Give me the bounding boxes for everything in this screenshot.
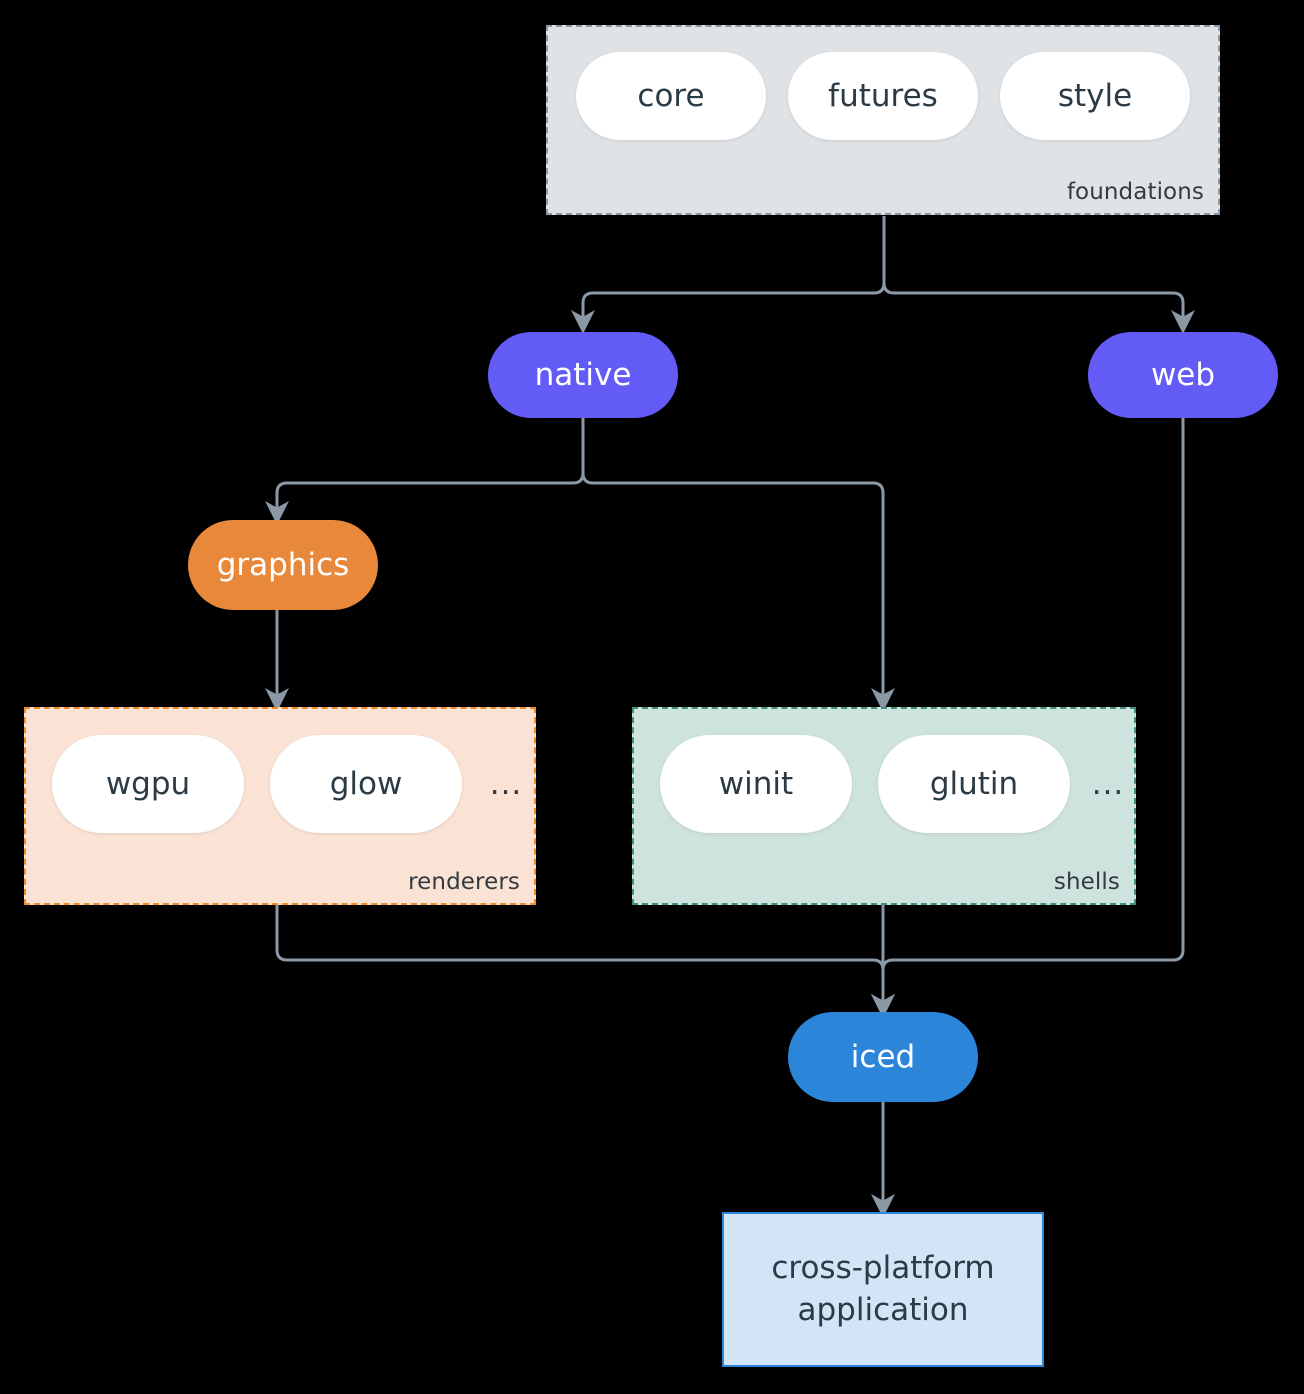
node-native[interactable]: native bbox=[488, 332, 678, 418]
node-glow-label: glow bbox=[329, 766, 403, 802]
node-glutin[interactable]: glutin bbox=[878, 735, 1070, 833]
application-label-line2: application bbox=[797, 1291, 969, 1328]
application-label-line1: cross-platform bbox=[771, 1249, 995, 1286]
node-graphics[interactable]: graphics bbox=[188, 520, 378, 610]
edge-foundations-web bbox=[882, 216, 1195, 334]
cluster-renderers: wgpu glow ... renderers bbox=[24, 707, 536, 905]
node-shells-more: ... bbox=[1091, 766, 1125, 802]
cluster-shells-label: shells bbox=[1053, 869, 1120, 895]
node-web[interactable]: web bbox=[1088, 332, 1278, 418]
cluster-renderers-label: renderers bbox=[408, 869, 520, 895]
node-style-label: style bbox=[1057, 78, 1133, 114]
cluster-foundations-label: foundations bbox=[1066, 179, 1204, 205]
node-core[interactable]: core bbox=[576, 52, 766, 140]
node-iced[interactable]: iced bbox=[788, 1012, 978, 1102]
node-core-label: core bbox=[637, 78, 705, 114]
edge-native-graphics bbox=[265, 418, 585, 525]
node-cross-platform-application[interactable]: cross-platform application bbox=[722, 1212, 1044, 1367]
edge-native-shells bbox=[581, 418, 895, 712]
node-wgpu[interactable]: wgpu bbox=[52, 735, 244, 833]
node-glutin-label: glutin bbox=[929, 766, 1019, 802]
node-winit[interactable]: winit bbox=[660, 735, 852, 833]
cluster-foundations: core futures style foundations bbox=[546, 25, 1220, 215]
node-futures-label: futures bbox=[828, 78, 938, 114]
node-winit-label: winit bbox=[718, 766, 794, 802]
node-native-label: native bbox=[534, 357, 632, 393]
node-futures[interactable]: futures bbox=[788, 52, 978, 140]
node-graphics-label: graphics bbox=[216, 547, 350, 583]
node-wgpu-label: wgpu bbox=[105, 766, 191, 802]
cluster-shells: winit glutin ... shells bbox=[632, 707, 1136, 905]
node-iced-label: iced bbox=[850, 1039, 916, 1075]
edge-web-iced bbox=[871, 418, 1185, 1018]
node-renderers-more: ... bbox=[489, 766, 523, 802]
node-web-label: web bbox=[1150, 357, 1216, 393]
edge-renderers-iced bbox=[275, 905, 895, 1018]
node-style[interactable]: style bbox=[1000, 52, 1190, 140]
node-glow[interactable]: glow bbox=[270, 735, 462, 833]
edge-foundations-native bbox=[571, 216, 886, 334]
